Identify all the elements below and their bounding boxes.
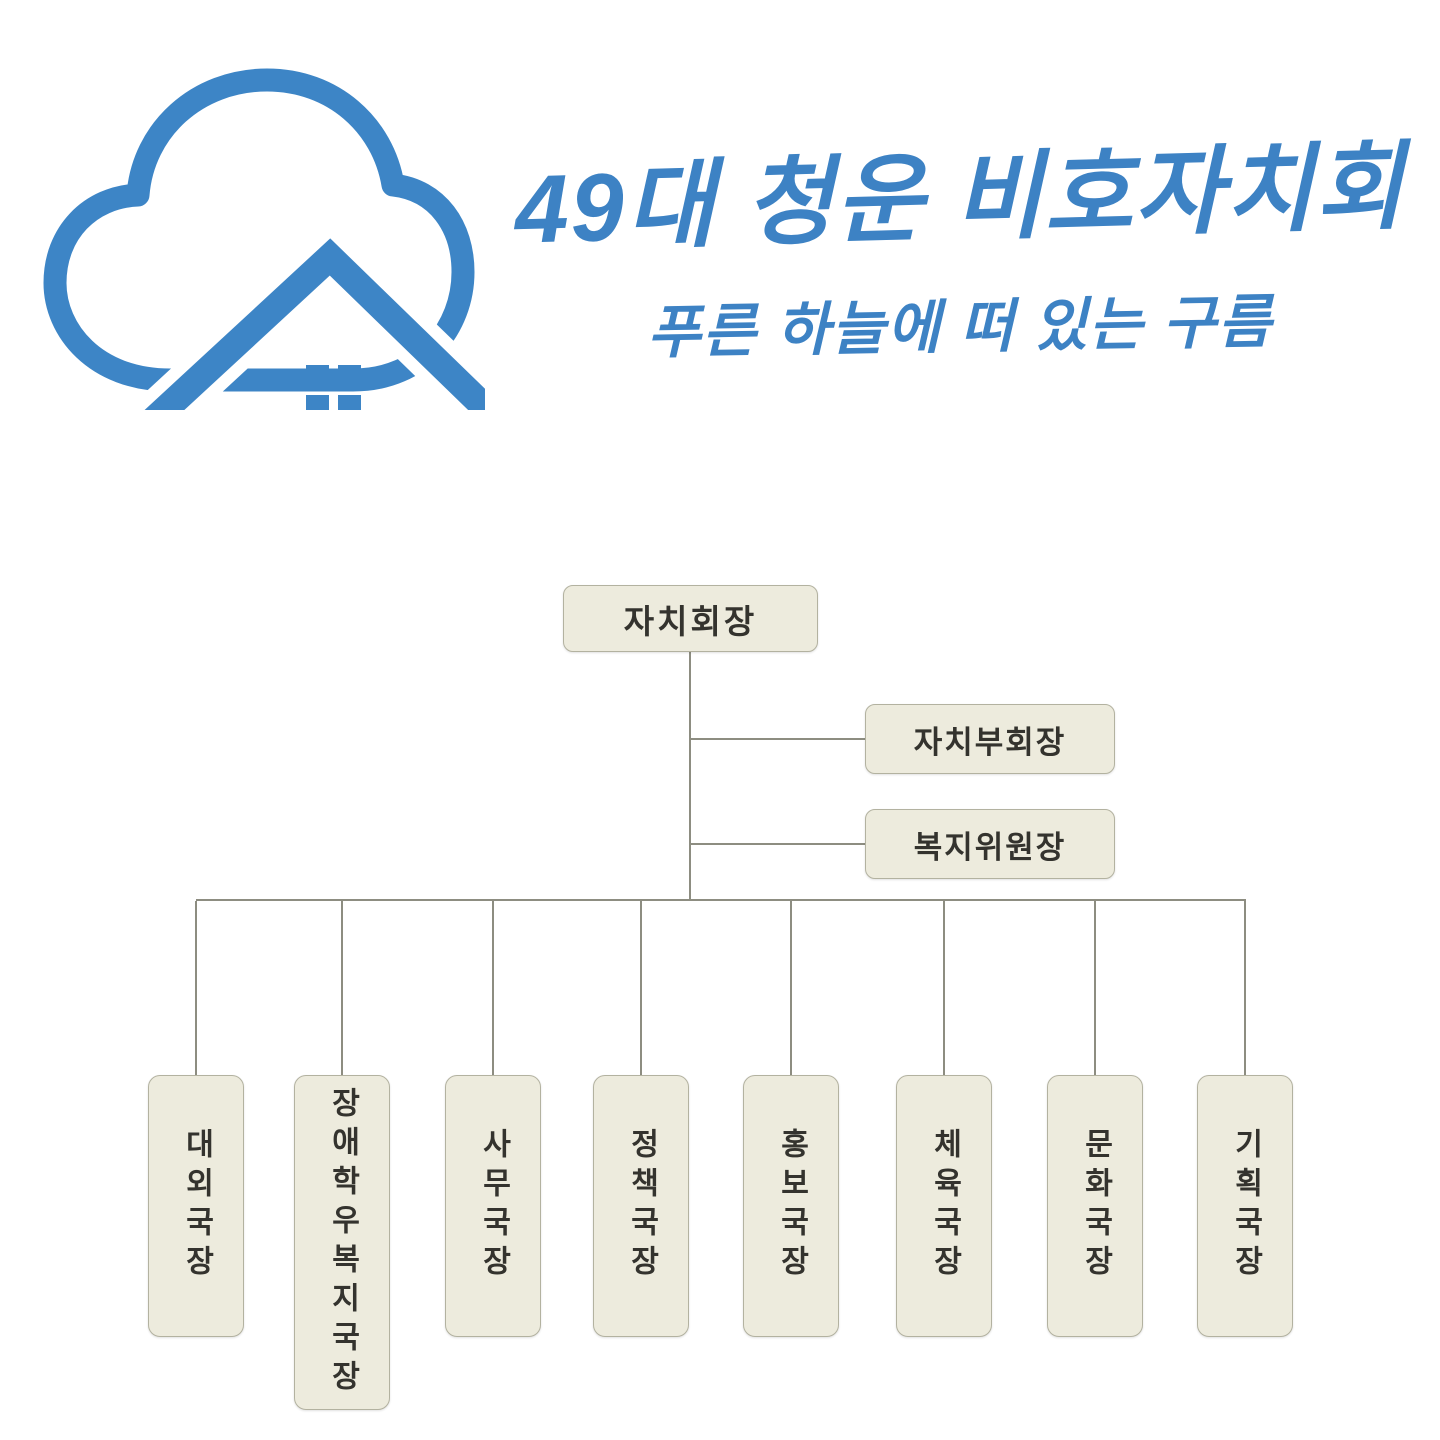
org-box-dept-sports: 체육국장 xyxy=(896,1075,992,1337)
dept-label: 장애학우복지국장 xyxy=(326,1086,359,1399)
connector-drop-5 xyxy=(790,901,792,1075)
dept-label: 대외국장 xyxy=(180,1128,213,1284)
connector-drop-2 xyxy=(341,901,343,1075)
connector-drop-6 xyxy=(943,901,945,1075)
cloud-house-logo xyxy=(43,68,485,410)
org-box-dept-pr: 홍보국장 xyxy=(743,1075,839,1337)
org-box-welfare-chair-label: 복지위원장 xyxy=(913,829,1067,865)
logo-window xyxy=(306,365,361,410)
connector-drop-8 xyxy=(1244,901,1246,1075)
org-box-president: 자치회장 xyxy=(563,585,818,652)
main-title: 49대 청운 비호자치회 xyxy=(513,133,1407,264)
org-box-dept-external: 대외국장 xyxy=(148,1075,244,1337)
dept-label: 홍보국장 xyxy=(775,1128,808,1284)
org-box-vice-president-label: 자치부회장 xyxy=(913,724,1067,760)
connector-vice-chair xyxy=(690,738,865,740)
dept-label: 체육국장 xyxy=(928,1128,961,1284)
org-box-dept-culture: 문화국장 xyxy=(1047,1075,1143,1337)
org-box-dept-planning: 기획국장 xyxy=(1197,1075,1293,1337)
org-box-dept-policy: 정책국장 xyxy=(593,1075,689,1337)
dept-label: 사무국장 xyxy=(477,1128,510,1284)
org-box-dept-office: 사무국장 xyxy=(445,1075,541,1337)
org-box-dept-disabled-welfare: 장애학우복지국장 xyxy=(294,1075,390,1410)
connector-horizontal-bus xyxy=(196,899,1246,901)
connector-drop-4 xyxy=(640,901,642,1075)
connector-drop-1 xyxy=(195,901,197,1075)
connector-welfare-chair xyxy=(690,843,865,845)
subtitle: 푸른 하늘에 떠 있는 구름 xyxy=(646,289,1274,366)
connector-root-vertical xyxy=(689,652,691,901)
org-box-president-label: 자치회장 xyxy=(623,602,758,640)
org-box-vice-president: 자치부회장 xyxy=(865,704,1115,774)
dept-label: 기획국장 xyxy=(1229,1128,1262,1284)
org-box-welfare-chair: 복지위원장 xyxy=(865,809,1115,879)
connector-drop-3 xyxy=(492,901,494,1075)
connector-drop-7 xyxy=(1094,901,1096,1075)
dept-label: 문화국장 xyxy=(1079,1128,1112,1284)
dept-label: 정책국장 xyxy=(625,1128,658,1284)
